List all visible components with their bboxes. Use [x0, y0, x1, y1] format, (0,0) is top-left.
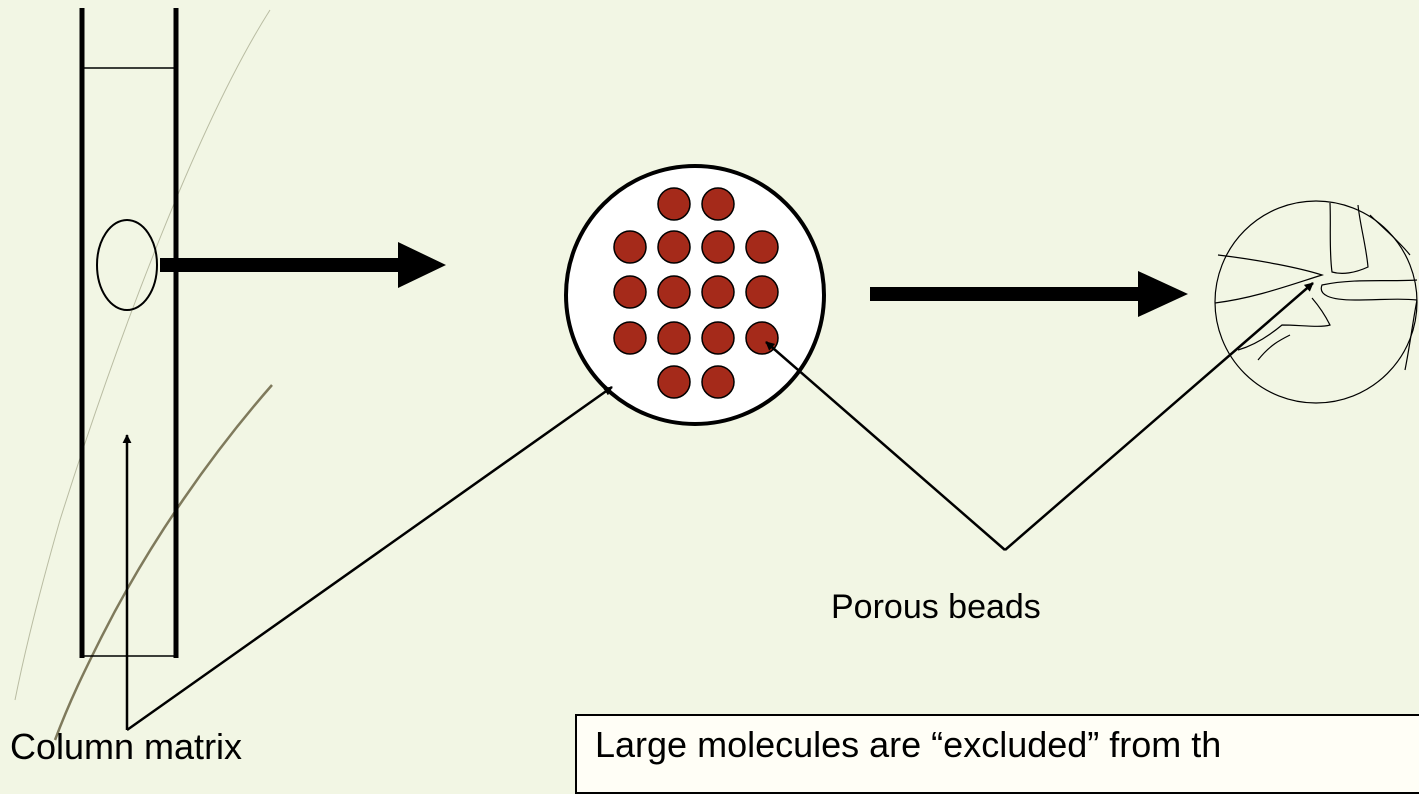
bead-13 — [702, 322, 734, 354]
bead-15 — [658, 366, 690, 398]
bead-10 — [746, 276, 778, 308]
pore-top-right — [1370, 215, 1410, 255]
porous-beads-label: Porous beads — [831, 588, 1041, 627]
pore-bottom-right — [1405, 300, 1417, 370]
bead-2 — [702, 188, 734, 220]
bead-3 — [614, 231, 646, 263]
column — [82, 8, 176, 658]
pore-right — [1321, 280, 1417, 300]
pore-top — [1330, 203, 1368, 273]
column-matrix-arrow-diagonal — [127, 387, 612, 730]
pore-bottom — [1238, 298, 1330, 350]
bead-12 — [658, 322, 690, 354]
column-matrix-label: Column matrix — [10, 726, 242, 768]
zoom-arrow-1 — [160, 242, 446, 288]
bead-1 — [658, 188, 690, 220]
bead-6 — [746, 231, 778, 263]
decorative-curves — [15, 10, 272, 740]
bead-16 — [702, 366, 734, 398]
pore-left — [1215, 255, 1322, 303]
bead-4 — [658, 231, 690, 263]
bead-cluster-circle — [566, 166, 824, 424]
column-zoom-ellipse — [97, 220, 157, 310]
bead-8 — [658, 276, 690, 308]
bead-9 — [702, 276, 734, 308]
bead-11 — [614, 322, 646, 354]
bead-7 — [614, 276, 646, 308]
zoom-arrow-2 — [870, 271, 1188, 317]
decorative-curve-thin — [15, 10, 270, 700]
porous-bead — [1215, 201, 1417, 403]
note-box: Large molecules are “excluded” from th — [575, 714, 1419, 794]
bead-5 — [702, 231, 734, 263]
porous-beads-arrow-left — [766, 342, 1005, 550]
decorative-curve-thick — [55, 385, 272, 740]
porous-beads-arrow-right — [1005, 283, 1313, 550]
note-text: Large molecules are “excluded” from th — [595, 724, 1221, 765]
